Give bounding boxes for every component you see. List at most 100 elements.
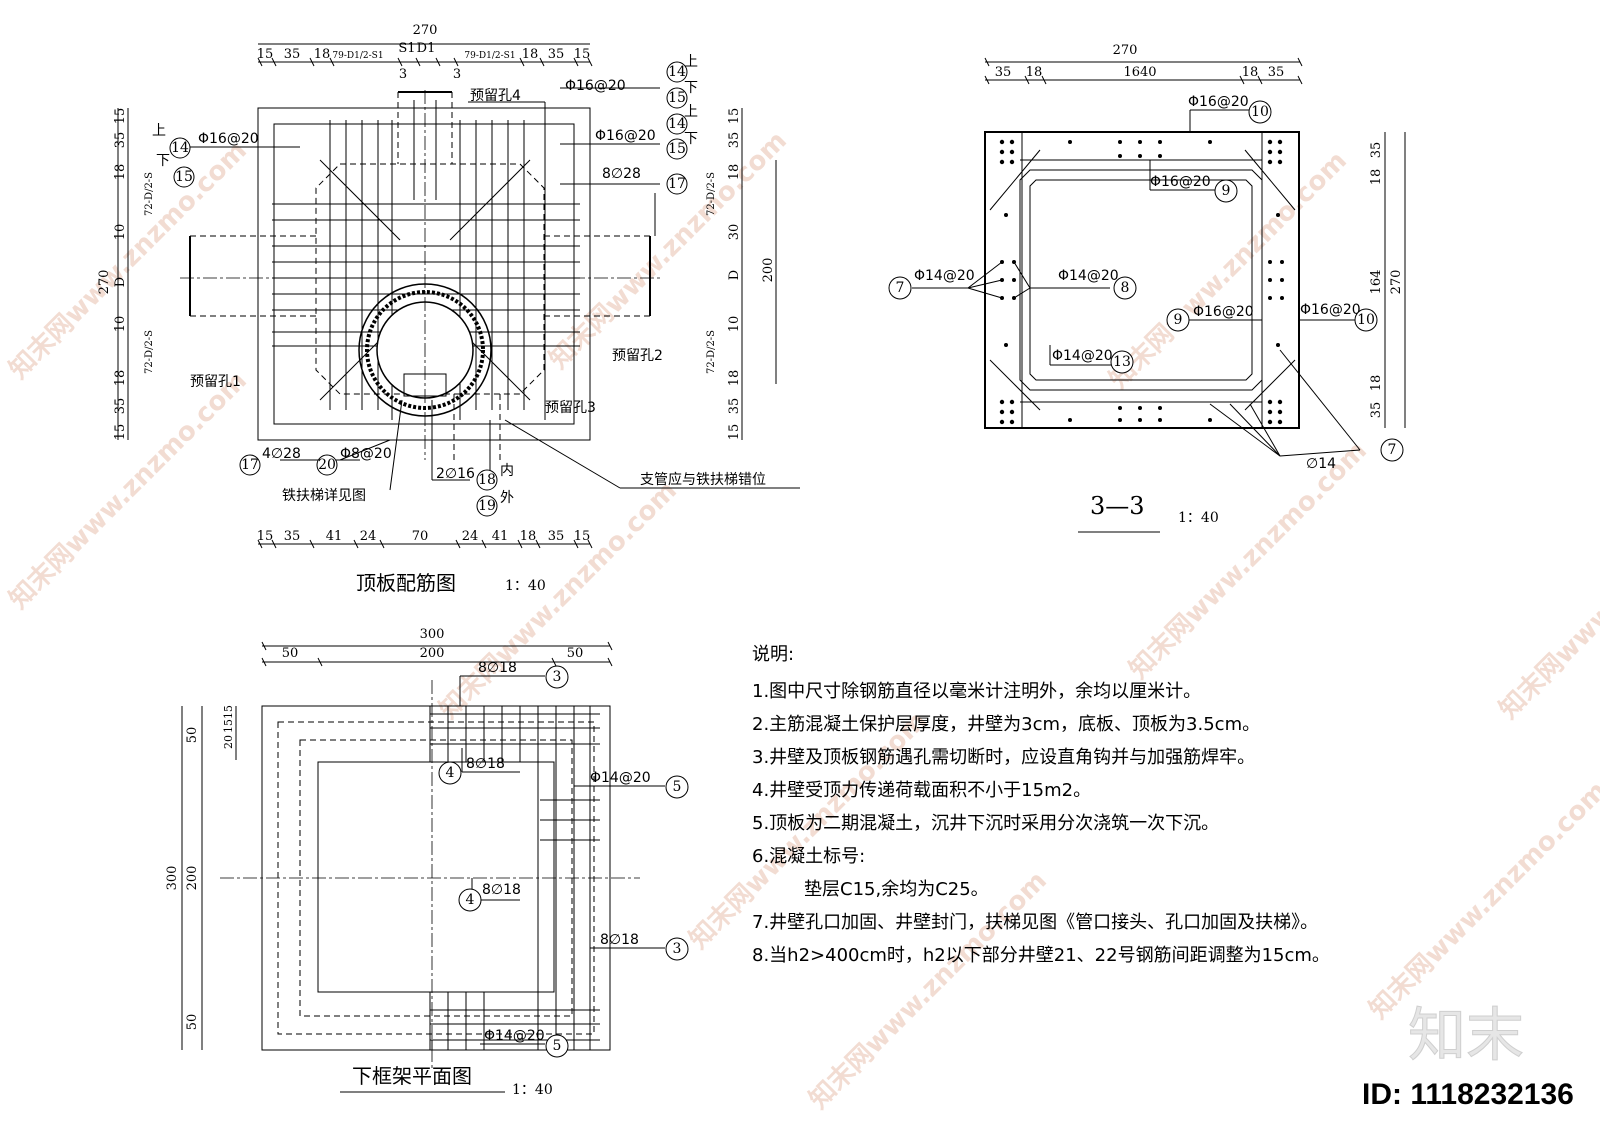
svg-text:15: 15 <box>574 47 591 62</box>
svg-text:18: 18 <box>1026 65 1043 80</box>
up-label: 上 <box>684 104 698 120</box>
svg-text:10: 10 <box>1357 312 1375 328</box>
rebar-label: Φ16@20 <box>1150 174 1211 190</box>
svg-text:35: 35 <box>548 529 565 544</box>
note-line: 4.井壁受顶力传递荷载面积不小于15m2。 <box>752 780 1091 801</box>
frame-scale: 1：40 <box>512 1082 553 1098</box>
top-plate-bottom-dims: 15 35 41 24 70 24 41 18 35 15 <box>257 529 591 544</box>
rebar-label: Φ16@20 <box>198 131 259 147</box>
svg-text:35: 35 <box>113 132 128 149</box>
top-plate-inner-edge <box>273 123 575 425</box>
svg-text:30: 30 <box>727 224 742 241</box>
inner-label: 内 <box>500 463 514 479</box>
rebar-label: Φ14@20 <box>484 1028 545 1044</box>
svg-text:9: 9 <box>1174 312 1183 328</box>
top-plate-right-overall: 200 <box>761 258 776 283</box>
svg-text:72-D/2-S: 72-D/2-S <box>144 330 155 374</box>
svg-text:5: 5 <box>673 779 682 795</box>
svg-text:18: 18 <box>727 164 742 181</box>
section-title: 3—3 <box>1090 492 1145 520</box>
svg-text:24: 24 <box>360 529 377 544</box>
section-right-dims: 35 18 164 18 35 <box>1369 142 1384 419</box>
svg-text:18: 18 <box>727 370 742 387</box>
svg-text:D: D <box>113 277 128 287</box>
svg-text:79-D1/2-S1: 79-D1/2-S1 <box>332 51 383 61</box>
svg-text:15: 15 <box>257 529 274 544</box>
svg-text:79-D1/2-S1: 79-D1/2-S1 <box>464 51 515 61</box>
svg-text:19: 19 <box>478 498 496 514</box>
drawing-id: ID: 1118232136 <box>1362 1078 1574 1111</box>
down-label: 下 <box>156 153 170 169</box>
rebar-label: 8∅18 <box>466 756 505 772</box>
top-plate-drawing: 270 15 35 18 79-D1/2-S1 D1 S1 79-D1/2-S1… <box>97 23 800 595</box>
svg-text:20: 20 <box>222 735 235 749</box>
watermark-text: 知末网www.znzmo.com <box>804 866 1053 1115</box>
top-plate-left-overall: 270 <box>97 270 112 295</box>
frame-bubbles: 3 4 5 4 3 5 <box>438 665 689 1058</box>
svg-text:3: 3 <box>673 941 682 957</box>
svg-text:7: 7 <box>896 280 905 296</box>
svg-text:10: 10 <box>1251 104 1269 120</box>
rebar-label: ∅14 <box>1306 456 1336 472</box>
branch-pipe-note: 支管应与铁扶梯错位 <box>640 471 766 488</box>
rebar-label: Φ16@20 <box>565 78 626 94</box>
note-line: 2.主筋混凝土保护层厚度，井壁为3cm，底板、顶板为3.5cm。 <box>752 714 1260 735</box>
svg-text:7: 7 <box>1388 442 1397 458</box>
up-label: 上 <box>684 54 698 70</box>
top-plate-left-dims: 15 35 18 72-D/2-S 10 D 10 72-D/2-S 18 35… <box>113 108 155 441</box>
rebar-label: Φ16@20 <box>1193 304 1254 320</box>
top-plate-top-dims: 15 35 18 79-D1/2-S1 D1 S1 79-D1/2-S1 18 … <box>257 41 591 82</box>
design-notes: 说明: 1.图中尺寸除钢筋直径以毫米计注明外，余均以厘米计。 2.主筋混凝土保护… <box>752 644 1330 966</box>
hole-4-label: 预留孔4 <box>470 88 521 104</box>
svg-text:200: 200 <box>185 866 200 891</box>
svg-text:17: 17 <box>668 176 686 192</box>
svg-text:14: 14 <box>668 64 686 80</box>
up-label: 上 <box>152 123 166 139</box>
frame-title: 下框架平面图 <box>352 1064 472 1088</box>
watermark-text: 知末网www.znzmo.com <box>1364 776 1600 1025</box>
section-overall-width: 270 <box>1113 43 1138 58</box>
note-line: 1.图中尺寸除钢筋直径以毫米计注明外，余均以厘米计。 <box>752 681 1201 702</box>
top-plate-scale: 1：40 <box>505 578 546 594</box>
svg-text:15: 15 <box>222 705 235 719</box>
watermark-text: 知末网www.znzmo.com <box>1124 436 1373 685</box>
rebar-label: Φ8@20 <box>340 446 392 462</box>
watermark-text: 知末网www.znzmo.com <box>1494 476 1600 725</box>
svg-text:4: 4 <box>466 892 475 908</box>
hole-3-label: 预留孔3 <box>545 400 596 416</box>
svg-text:18: 18 <box>1242 65 1259 80</box>
svg-text:41: 41 <box>492 529 509 544</box>
svg-text:18: 18 <box>478 472 496 488</box>
section-top-dims: 35 18 1640 18 35 <box>995 65 1285 80</box>
note-line: 3.井壁及顶板钢筋遇孔需切断时，应设直角钩并与加强筋焊牢。 <box>752 747 1255 768</box>
bottom-frame-drawing: 300 50 200 50 300 50 200 50 15 15 20 <box>165 627 689 1098</box>
note-line: 8.当h2>400cm时，h2以下部分井壁21、22号钢筋间距调整为15cm。 <box>752 945 1330 966</box>
svg-text:50: 50 <box>185 727 200 744</box>
down-label: 下 <box>684 131 698 147</box>
svg-text:15: 15 <box>668 141 686 157</box>
svg-text:35: 35 <box>1369 142 1384 159</box>
frame-inner-edge <box>317 761 555 993</box>
frame-overall-width: 300 <box>420 627 445 642</box>
notes-heading: 说明: <box>752 644 794 665</box>
rebar-label: 2∅16 <box>436 466 475 482</box>
svg-text:15: 15 <box>257 47 274 62</box>
svg-text:72-D/2-S: 72-D/2-S <box>706 172 717 216</box>
watermark-text: 知末网www.znzmo.com <box>544 126 793 375</box>
section-bubbles: 10 9 7 8 9 10 13 7 <box>888 100 1404 462</box>
svg-text:10: 10 <box>727 316 742 333</box>
svg-text:13: 13 <box>1113 354 1131 370</box>
svg-text:3: 3 <box>553 669 562 685</box>
svg-text:18: 18 <box>522 47 539 62</box>
down-label: 下 <box>684 80 698 96</box>
rebar-label: Φ16@20 <box>595 128 656 144</box>
svg-text:4: 4 <box>446 765 455 781</box>
svg-text:50: 50 <box>185 1014 200 1031</box>
rebar-label: 4∅28 <box>262 446 301 462</box>
svg-text:15: 15 <box>222 719 235 733</box>
svg-text:14: 14 <box>171 140 189 156</box>
frame-top-dims: 50 200 50 <box>282 646 584 661</box>
svg-text:18: 18 <box>1369 375 1384 392</box>
svg-text:18: 18 <box>1369 169 1384 186</box>
note-line: 垫层C15,余均为C25。 <box>804 879 989 900</box>
